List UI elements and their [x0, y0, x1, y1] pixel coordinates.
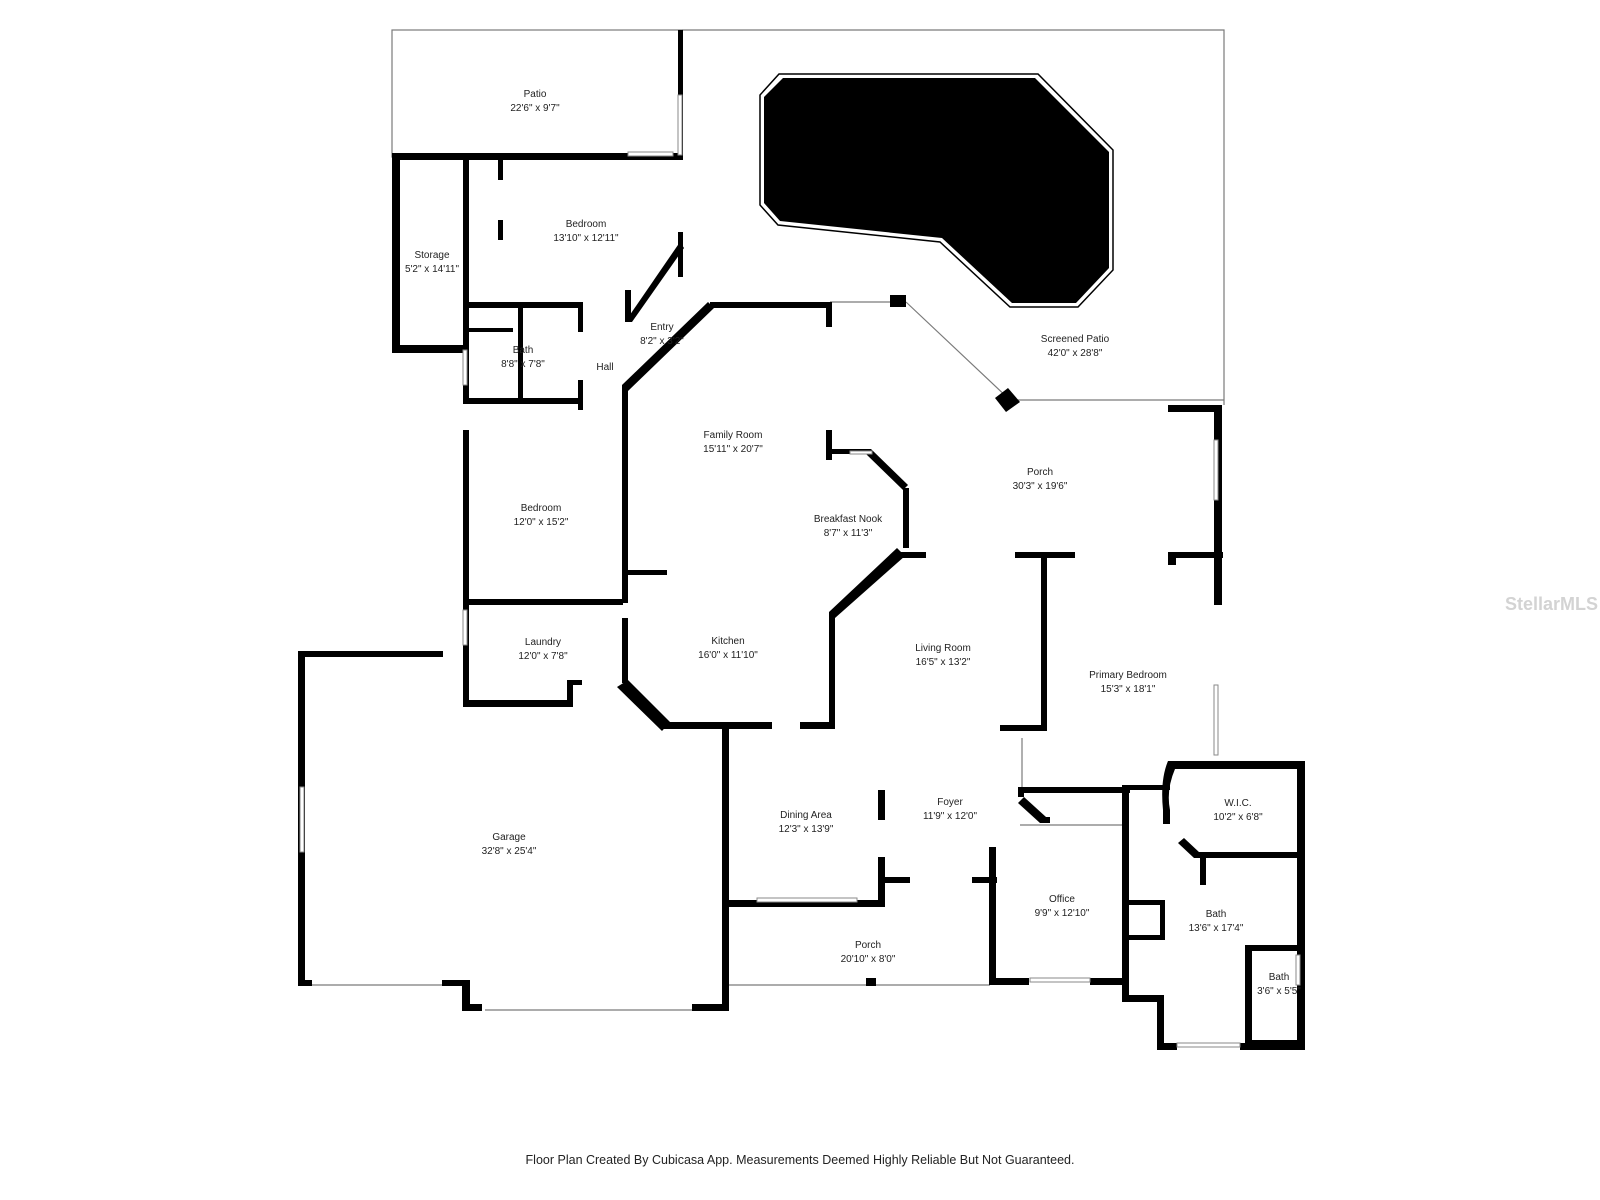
room-porch-rear-name: Porch	[1027, 467, 1053, 478]
windows	[299, 94, 1301, 1048]
room-office-dims: 9'9" x 12'10"	[1035, 908, 1090, 919]
room-bath-hall-name: Bath	[513, 345, 534, 356]
room-bath-small-dims: 3'6" x 5'5"	[1257, 986, 1301, 997]
room-bath-primary-name: Bath	[1206, 909, 1227, 920]
footer-disclaimer: Floor Plan Created By Cubicasa App. Meas…	[525, 1153, 1075, 1167]
room-bedroom-west-dims: 12'0" x 15'2"	[514, 517, 569, 528]
room-screened-patio-dims: 42'0" x 28'8"	[1048, 348, 1103, 359]
room-dining-area-dims: 12'3" x 13'9"	[779, 824, 834, 835]
room-garage-name: Garage	[492, 832, 526, 843]
room-wic-dims: 10'2" x 6'8"	[1213, 812, 1263, 823]
room-porch-front-dims: 20'10" x 8'0"	[841, 954, 896, 965]
room-porch-front-name: Porch	[855, 940, 881, 951]
room-kitchen-name: Kitchen	[711, 636, 744, 647]
room-breakfast-nook-dims: 8'7" x 11'3"	[824, 528, 873, 539]
screened-patio-outline	[682, 29, 1225, 405]
room-laundry-name: Laundry	[525, 637, 561, 648]
room-bath-primary-dims: 13'6" x 17'4"	[1189, 923, 1244, 934]
room-bedroom-north-name: Bedroom	[566, 219, 607, 230]
room-family-room-dims: 15'11" x 20'7"	[703, 444, 763, 455]
room-foyer-name: Foyer	[937, 797, 963, 808]
room-wic-name: W.I.C.	[1224, 798, 1251, 809]
room-hall-name: Hall	[596, 362, 613, 373]
room-office-name: Office	[1049, 894, 1075, 905]
room-screened-patio-name: Screened Patio	[1041, 334, 1110, 345]
room-bath-hall-dims: 8'8" x 7'8"	[501, 359, 545, 370]
watermark: StellarMLS	[1505, 594, 1598, 614]
room-living-room-name: Living Room	[915, 643, 971, 654]
room-primary-bedroom-name: Primary Bedroom	[1089, 670, 1167, 681]
room-family-room-name: Family Room	[704, 430, 763, 441]
room-kitchen-dims: 16'0" x 11'10"	[698, 650, 758, 661]
room-labels: Patio 22'6" x 9'7" Screened Patio 42'0" …	[405, 89, 1301, 997]
room-primary-bedroom-dims: 15'3" x 18'1"	[1101, 684, 1156, 695]
room-bedroom-north-dims: 13'10" x 12'11"	[553, 233, 619, 244]
room-storage-name: Storage	[414, 250, 449, 261]
room-bedroom-west-name: Bedroom	[521, 503, 562, 514]
room-porch-rear-dims: 30'3" x 19'6"	[1013, 481, 1068, 492]
room-bath-small-name: Bath	[1269, 972, 1290, 983]
room-entry-name: Entry	[650, 322, 673, 333]
room-living-room-dims: 16'5" x 13'2"	[916, 657, 971, 668]
room-dining-area-name: Dining Area	[780, 810, 832, 821]
room-breakfast-nook-name: Breakfast Nook	[814, 514, 883, 525]
room-storage-dims: 5'2" x 14'11"	[405, 264, 460, 275]
room-patio-name: Patio	[524, 89, 547, 100]
room-patio-dims: 22'6" x 9'7"	[510, 103, 560, 114]
room-laundry-dims: 12'0" x 7'8"	[518, 651, 568, 662]
room-foyer-dims: 11'9" x 12'0"	[923, 811, 978, 822]
pool-water	[764, 78, 1109, 303]
room-garage-dims: 32'8" x 25'4"	[482, 846, 537, 857]
room-entry-dims: 8'2" x 3'2"	[640, 336, 684, 347]
